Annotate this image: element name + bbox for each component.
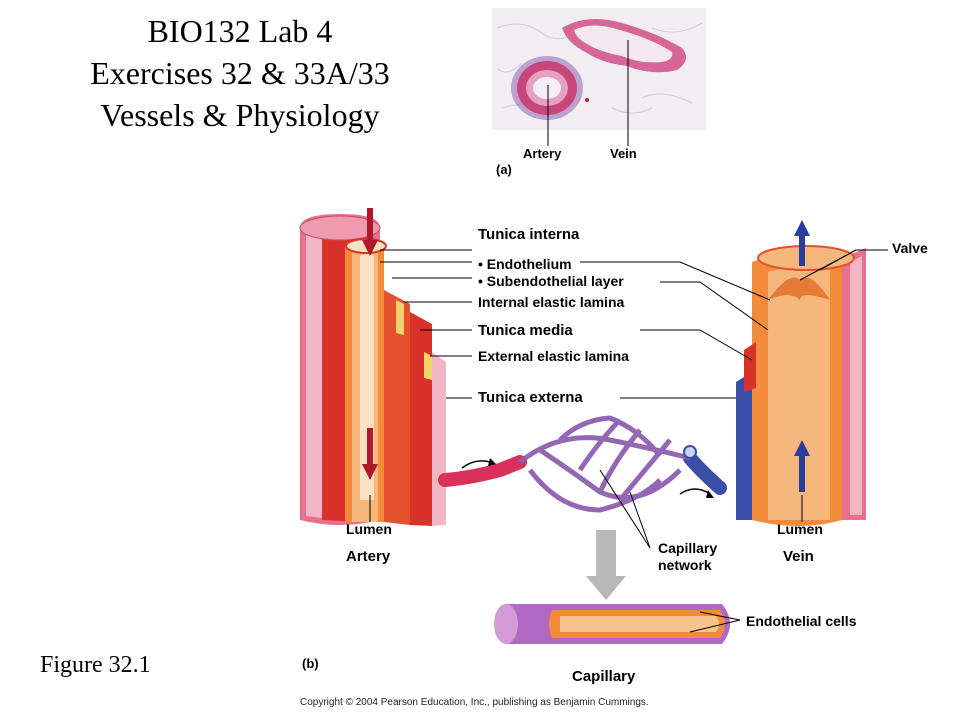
label-artery: Artery — [346, 548, 391, 565]
label-capillary: Capillary — [572, 668, 636, 685]
panel-a-tag: (a) — [496, 162, 512, 177]
leader-lines — [369, 249, 888, 633]
slide-title: BIO132 Lab 4 Exercises 32 & 33A/33 Vesse… — [30, 10, 450, 136]
label-lumen-artery: Lumen — [346, 521, 392, 537]
micrograph-image — [492, 8, 706, 130]
label-vein: Vein — [783, 548, 814, 565]
copyright-notice: Copyright © 2004 Pearson Education, Inc.… — [300, 697, 649, 708]
label-endothelial-cells: Endothelial cells — [746, 613, 857, 629]
label-lumen-vein: Lumen — [777, 521, 823, 537]
figure-label: Figure 32.1 — [40, 652, 151, 678]
title-line-1: BIO132 Lab 4 — [147, 13, 333, 49]
label-tunica-media: Tunica media — [478, 322, 573, 339]
micro-artery-label: Artery — [523, 146, 562, 161]
magnify-arrow — [586, 530, 626, 600]
capillary-network — [438, 415, 727, 513]
label-subendothelial-layer: • Subendothelial layer — [478, 273, 624, 289]
panel-b-tag: (b) — [302, 656, 319, 671]
label-capillary-network: Capillary network — [658, 540, 718, 573]
label-internal-elastic-lamina: Internal elastic lamina — [478, 294, 625, 310]
capillary-illustration — [494, 604, 730, 644]
label-external-elastic-lamina: External elastic lamina — [478, 348, 629, 364]
title-line-2: Exercises 32 & 33A/33 — [90, 55, 390, 91]
vein-illustration — [736, 220, 866, 526]
title-line-3: Vessels & Physiology — [100, 97, 380, 133]
label-valve: Valve — [892, 240, 928, 256]
artery-illustration — [299, 208, 446, 526]
label-tunica-externa: Tunica externa — [478, 389, 583, 406]
micro-vein-label: Vein — [610, 146, 637, 161]
label-tunica-interna: Tunica interna — [478, 226, 580, 243]
label-endothelium: • Endothelium — [478, 256, 572, 272]
